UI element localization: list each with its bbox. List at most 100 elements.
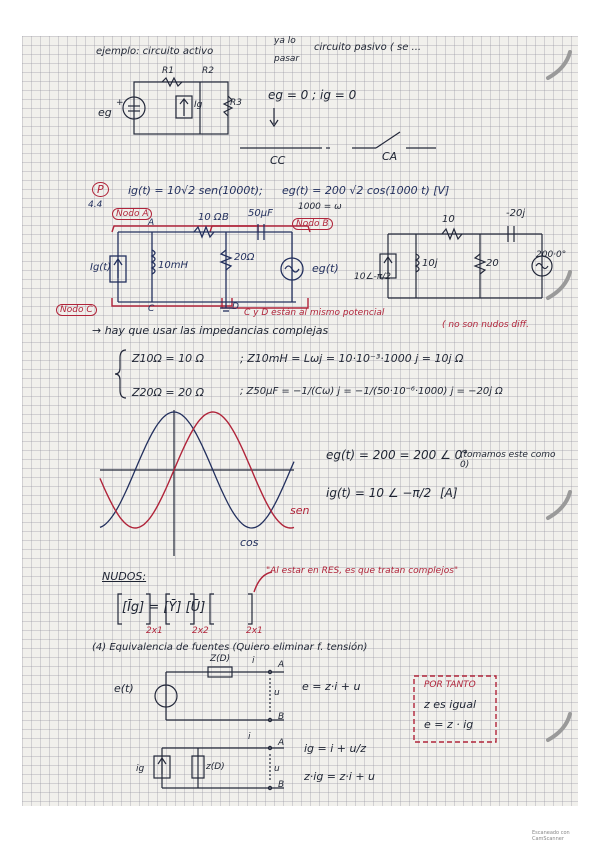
label-eg: eg (98, 106, 112, 119)
capacitor-label: 50μF (248, 208, 273, 219)
problem-badge: P (92, 182, 109, 197)
terminal-a-top: A (278, 660, 285, 670)
complex-note: "Al estar en RES, es que tratan complejo… (266, 566, 459, 576)
terminal-b-bottom: B (278, 780, 285, 790)
cc-inductor-10j: 10j (422, 258, 438, 269)
ig-phasor: ig(t) = 10 ∠ −π/2 (326, 486, 432, 500)
cc-voltage-phasor: 200·0° (536, 250, 567, 260)
node-c-letter: C (148, 304, 155, 314)
conclusion-box (413, 675, 497, 743)
box-line-1: z es igual (424, 698, 477, 711)
inductor-label: 10mH (158, 260, 188, 271)
resistor-20-label: 20Ω (234, 252, 255, 263)
cc-resistor-10: 10 (442, 214, 455, 225)
sine-curve (99, 411, 295, 529)
scanner-stamp: Escaneado con CamScanner (532, 830, 570, 842)
label-ig: Ig (194, 100, 203, 110)
ig-unit: [A] (440, 486, 458, 500)
label-r2: R2 (202, 66, 214, 76)
voltage-u-bottom: u (274, 764, 280, 774)
terminal-a-bottom: A (278, 738, 285, 748)
eg-expression: eg(t) = 200 √2 cos(1000 t) [V] (282, 184, 450, 197)
scaled-equation: z·ig = z·i + u (304, 770, 376, 783)
omega-note: 1000 = ω (298, 202, 342, 212)
terminal-b-top: B (278, 712, 285, 722)
parallel-impedance-icon (191, 755, 205, 779)
node-b-letter: B (222, 212, 229, 223)
series-impedance-icon (207, 666, 233, 678)
example-title-rest: circuito pasivo ( se ... (314, 42, 422, 53)
cosine-curve (99, 411, 295, 529)
notebook-page: ejemplo: circuito activo ya lo pasar cir… (22, 36, 578, 806)
current-source-icon (175, 95, 193, 119)
z-inductor: ; Z10mH = Lωj = 10·10⁻³·1000 j = 10j Ω (240, 352, 464, 365)
inductor-icon (150, 249, 156, 275)
equivalence-title: (4) Equivalencia de fuentes (Quiero elim… (92, 642, 368, 653)
voltage-source-label: eg(t) (312, 262, 339, 275)
nodo-a-label: Nodo A (112, 208, 153, 220)
system-brace (114, 349, 127, 399)
label-r3: R3 (230, 98, 242, 108)
circuit-drawings (99, 76, 553, 791)
label-plus: + (116, 98, 124, 108)
resistor-r1-icon (161, 76, 183, 88)
resistor-10-label: 10 Ω (198, 212, 222, 223)
reference-note: (tomamos este como 0) (460, 450, 556, 470)
kcl-equation: ig = i + u/z (304, 742, 366, 755)
current-source-label: Ig(t) (90, 262, 112, 273)
problem-number: 4.4 (88, 200, 103, 210)
dim-ig: 2x1 (146, 626, 163, 636)
main-circuit (109, 224, 311, 312)
nodo-b-label: Nodo B (292, 218, 333, 230)
cosine-label: cos (240, 536, 259, 549)
voltage-source-icon (122, 96, 146, 120)
dim-y: 2x2 (192, 626, 209, 636)
arrow-top-label: ya lo (274, 36, 296, 46)
cc-current-phasor: 10∠-π/2 (354, 272, 391, 282)
series-z-label: Z(D) (210, 654, 231, 664)
example-title: ejemplo: circuito activo (96, 46, 214, 57)
not-different-nodes-note: ( no son nudos diff. (442, 320, 529, 330)
wave-plot (99, 410, 295, 556)
z-resistor-10: Z10Ω = 10 Ω (132, 352, 205, 365)
node-d-letter: D (232, 302, 239, 312)
main-current-source-icon (109, 255, 127, 283)
impedance-intro: → hay que usar las impedancias complejas (92, 324, 329, 337)
label-r1: R1 (162, 66, 174, 76)
label-ca: CA (382, 150, 398, 163)
resistor-20-icon (219, 249, 233, 271)
cc-resistor-20: 20 (486, 258, 499, 269)
equiv-voltage-source-icon (154, 684, 178, 708)
node-a-letter: A (148, 218, 155, 228)
current-i-bottom: i (248, 732, 251, 742)
box-title: POR TANTO (424, 680, 476, 690)
nodos-title: NUDOS: (102, 570, 147, 583)
z-resistor-20: Z20Ω = 20 Ω (132, 386, 205, 399)
voltage-u-top: u (274, 688, 280, 698)
complex-circuit (379, 226, 553, 299)
label-cc: CC (270, 154, 286, 167)
equiv-e-label: e(t) (114, 682, 134, 695)
equiv-current-source-icon (153, 755, 171, 779)
sine-label: sen (290, 504, 310, 517)
source-equivalence (153, 666, 497, 791)
dim-u: 2x1 (246, 626, 263, 636)
arrow-bottom-label: pasar (274, 54, 300, 64)
equiv-ig-label: ig (136, 764, 145, 774)
matrix-brackets (117, 571, 273, 625)
parallel-z-label: z(D) (206, 762, 225, 772)
zero-condition: eg = 0 ; ig = 0 (268, 88, 357, 102)
z-capacitor: ; Z50μF = −1/(Cω) j = −1/(50·10⁻⁶·1000) … (240, 386, 503, 397)
eg-phasor: eg(t) = 200 = 200 ∠ 0° (326, 448, 469, 462)
kvl-equation: e = z·i + u (302, 680, 361, 693)
header-circuit (122, 76, 436, 149)
main-voltage-source-icon (280, 257, 304, 281)
nodo-c-label: Nodo C (56, 304, 97, 316)
cc-capacitor: -20j (506, 208, 526, 219)
resistor-10-icon (193, 225, 215, 239)
header-circuit-frame (133, 81, 229, 135)
open-switch-icon (375, 131, 401, 149)
current-i-top: i (252, 656, 255, 666)
box-line-2: e = z · ig (424, 718, 474, 731)
nodal-matrix-equation: [Īg] = [Ȳ] [Ū] (122, 600, 206, 615)
